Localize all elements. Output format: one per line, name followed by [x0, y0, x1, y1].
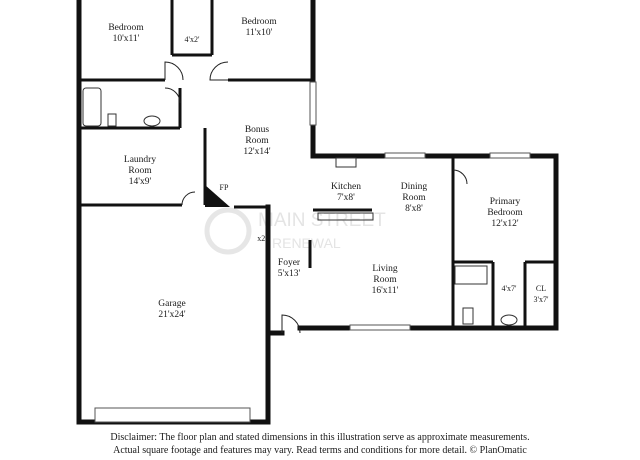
- living-name2: Room: [373, 275, 397, 285]
- sink: [143, 115, 161, 127]
- bathtub: [82, 87, 102, 127]
- disclaimer: Disclaimer: The floor plan and stated di…: [0, 432, 640, 457]
- shower: [454, 265, 488, 285]
- garage-name: Garage: [158, 299, 185, 309]
- bedroom-right-dims: 11'x10': [246, 28, 273, 38]
- garage-dims: 21'x24': [158, 310, 185, 320]
- living-name1: Living: [372, 264, 398, 274]
- room-labels: Bedroom 10'x11' Bedroom 11'x10' 4'x2' Bo…: [108, 17, 549, 320]
- interior-walls: [79, 0, 556, 328]
- dining-name1: Dining: [401, 182, 428, 192]
- primary-name2: Bedroom: [487, 208, 523, 218]
- laundry-name1: Laundry: [124, 155, 156, 165]
- dining-name2: Room: [402, 193, 426, 203]
- watermark: MAIN STREET RENEWAL: [204, 207, 386, 255]
- bedroom-left-dims: 10'x11': [113, 34, 140, 44]
- laundry-name2: Room: [128, 166, 152, 176]
- bath-primary-dims: 4'x7': [502, 284, 517, 293]
- living-dims: 16'x11': [372, 286, 399, 296]
- kitchen-counter: [317, 212, 374, 221]
- toilet: [107, 113, 117, 127]
- kitchen-sink: [335, 157, 357, 168]
- fireplace-shape: [205, 185, 230, 207]
- primary-dims: 12'x12': [491, 219, 518, 229]
- kitchen-dims: 7'x8': [337, 193, 355, 203]
- laundry-dims: 14'x9': [129, 177, 152, 187]
- kitchen-name: Kitchen: [331, 182, 361, 192]
- dining-dims: 8'x8': [405, 204, 423, 214]
- primary-sink: [500, 314, 518, 326]
- bonus-dims: 12'x14': [243, 147, 270, 157]
- watermark-line2: RENEWAL: [272, 235, 341, 251]
- bonus-name1: Bonus: [245, 125, 270, 135]
- doors: [164, 61, 468, 334]
- primary-name1: Primary: [490, 197, 521, 207]
- disclaimer-line2: Actual square footage and features may v…: [113, 444, 527, 456]
- windows: [94, 81, 531, 423]
- disclaimer-line1: Disclaimer: The floor plan and stated di…: [110, 432, 530, 443]
- primary-toilet: [462, 307, 474, 325]
- closet-hall-dims: 4'x2': [185, 35, 200, 44]
- bonus-name2: Room: [245, 136, 269, 146]
- foyer-name: Foyer: [278, 258, 301, 268]
- closet-primary-name: CL: [536, 284, 546, 293]
- fireplace-label: FP: [220, 183, 229, 192]
- closet-primary-dims: 3'x7': [534, 295, 549, 304]
- foyer-dims: 5'x13': [278, 269, 301, 279]
- bedroom-right-name: Bedroom: [241, 17, 277, 27]
- nook-dims: x2': [257, 234, 267, 243]
- fixtures: [82, 87, 518, 326]
- bedroom-left-name: Bedroom: [108, 23, 144, 33]
